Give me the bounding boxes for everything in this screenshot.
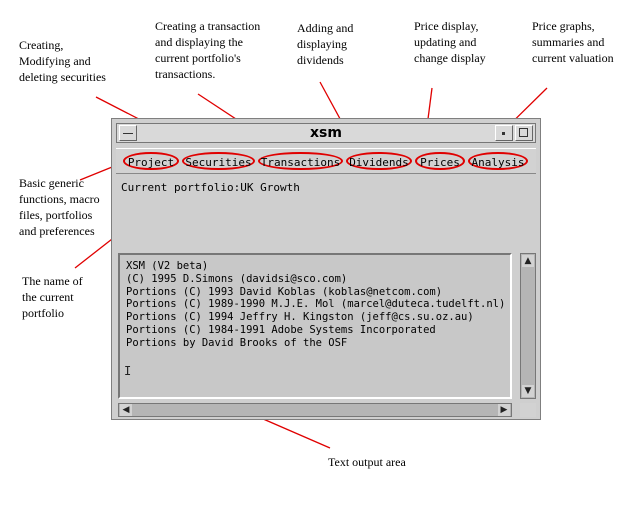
output-line: XSM (V2 beta) [126, 260, 209, 272]
minimize-icon [502, 132, 505, 135]
scrollbar-corner [520, 403, 536, 417]
maximize-button[interactable] [515, 125, 533, 141]
output-line: Portions by David Brooks of the OSF [126, 336, 348, 349]
portfolio-name: UK Growth [240, 181, 300, 194]
window-menu-icon [123, 133, 133, 134]
maximize-icon [519, 128, 528, 137]
menu-transactions[interactable]: Transactions [258, 152, 343, 170]
portfolio-label: Current portfolio: [121, 181, 241, 194]
annotation-transactions: Creating a transaction and displaying th… [155, 19, 261, 81]
text-output-area[interactable]: XSM (V2 beta) (C) 1995 D.Simons (davidsi… [118, 253, 512, 399]
menu-dividends[interactable]: Dividends [346, 152, 412, 170]
output-line: (C) 1995 D.Simons (davidsi@sco.com) [126, 272, 348, 285]
menu-analysis[interactable]: Analysis [468, 152, 528, 170]
annotation-text-output: Text output area [328, 455, 406, 469]
scroll-up-icon[interactable]: ▲ [522, 255, 534, 267]
scroll-down-icon[interactable]: ▼ [522, 385, 534, 397]
annotation-securities: Creating, Modifying and deleting securit… [19, 38, 106, 84]
xsm-window: xsm Project Securities Transactions Divi… [111, 118, 541, 420]
annotation-analysis: Price graphs, summaries and current valu… [532, 19, 614, 65]
menu-project[interactable]: Project [123, 152, 179, 170]
annotation-dividends: Adding and displaying dividends [297, 21, 354, 67]
window-menu-button[interactable] [119, 125, 137, 141]
text-cursor-icon: I [124, 364, 132, 378]
vertical-scrollbar[interactable]: ▲ ▼ [520, 253, 536, 399]
output-line: Portions (C) 1989-1990 M.J.E. Mol (marce… [126, 298, 506, 311]
annotation-portfolio-name: The name of the current portfolio [22, 274, 83, 320]
menu-prices[interactable]: Prices [415, 152, 465, 170]
output-line: Portions (C) 1994 Jeffry H. Kingston (je… [126, 311, 474, 324]
output-line: Portions (C) 1984-1991 Adobe Systems Inc… [126, 323, 436, 336]
menu-bar: Project Securities Transactions Dividend… [116, 148, 536, 174]
annotation-project: Basic generic functions, macro files, po… [19, 176, 100, 238]
minimize-button[interactable] [495, 125, 513, 141]
scroll-left-icon[interactable]: ◀ [120, 404, 132, 416]
menu-securities[interactable]: Securities [182, 152, 255, 170]
annotation-prices: Price display, updating and change displ… [414, 19, 486, 65]
window-title: xsm [310, 125, 342, 141]
scroll-right-icon[interactable]: ▶ [498, 404, 510, 416]
current-portfolio: Current portfolio:UK Growth [121, 181, 300, 194]
horizontal-scrollbar[interactable]: ◀ ▶ [118, 403, 512, 417]
output-line: Portions (C) 1993 David Koblas (koblas@n… [126, 285, 443, 298]
title-bar[interactable]: xsm [116, 123, 536, 143]
